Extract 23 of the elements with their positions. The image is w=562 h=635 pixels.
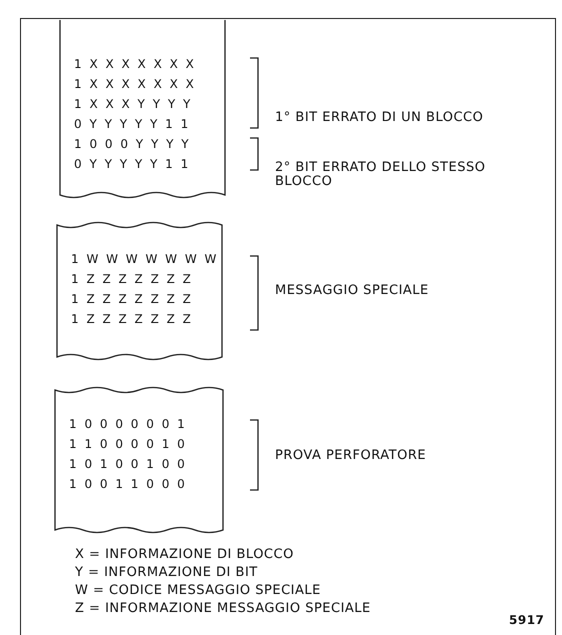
tape-row-text: 1 0 0 0 Y Y Y Y [74,136,189,153]
tape-row-text: 1 Z Z Z Z Z Z Z [71,271,191,288]
figure-number: 5917 [509,613,544,627]
legend-text: Z = INFORMAZIONE MESSAGGIO SPECIALE [75,601,371,616]
tape-row-text: 0 Y Y Y Y Y 1 1 [74,116,188,133]
tape-row-text: 1 W W W W W W W [71,251,216,268]
legend-text: X = INFORMAZIONE DI BLOCCO [75,547,294,562]
bracket-label: MESSAGGIO SPECIALE [275,283,429,298]
tape-row-text: 1 X X X X X X X [74,76,194,93]
tape-row-text: 1 1 0 0 0 0 1 0 [69,436,185,453]
tape-row-text: 0 Y Y Y Y Y 1 1 [74,156,188,173]
legend-text: W = CODICE MESSAGGIO SPECIALE [75,583,321,598]
tape-row-text: 1 Z Z Z Z Z Z Z [71,311,191,328]
tape-row-text: 1 0 0 0 0 0 0 1 [69,416,185,433]
bracket-label: 2° BIT ERRATO DELLO STESSO BLOCCO [275,161,486,189]
tape-row-text: 1 X X X X X X X [74,56,194,73]
tape-row-text: 1 0 0 1 1 0 0 0 [69,476,185,493]
tape-row-text: 1 0 1 0 0 1 0 0 [69,456,185,473]
tape-row-text: 1 X X X Y Y Y Y [74,96,190,113]
legend-text: Y = INFORMAZIONE DI BIT [75,565,258,580]
bracket-label: PROVA PERFORATORE [275,448,426,463]
bracket-label: 1° BIT ERRATO DI UN BLOCCO [275,110,484,125]
tape-row-text: 1 Z Z Z Z Z Z Z [71,291,191,308]
